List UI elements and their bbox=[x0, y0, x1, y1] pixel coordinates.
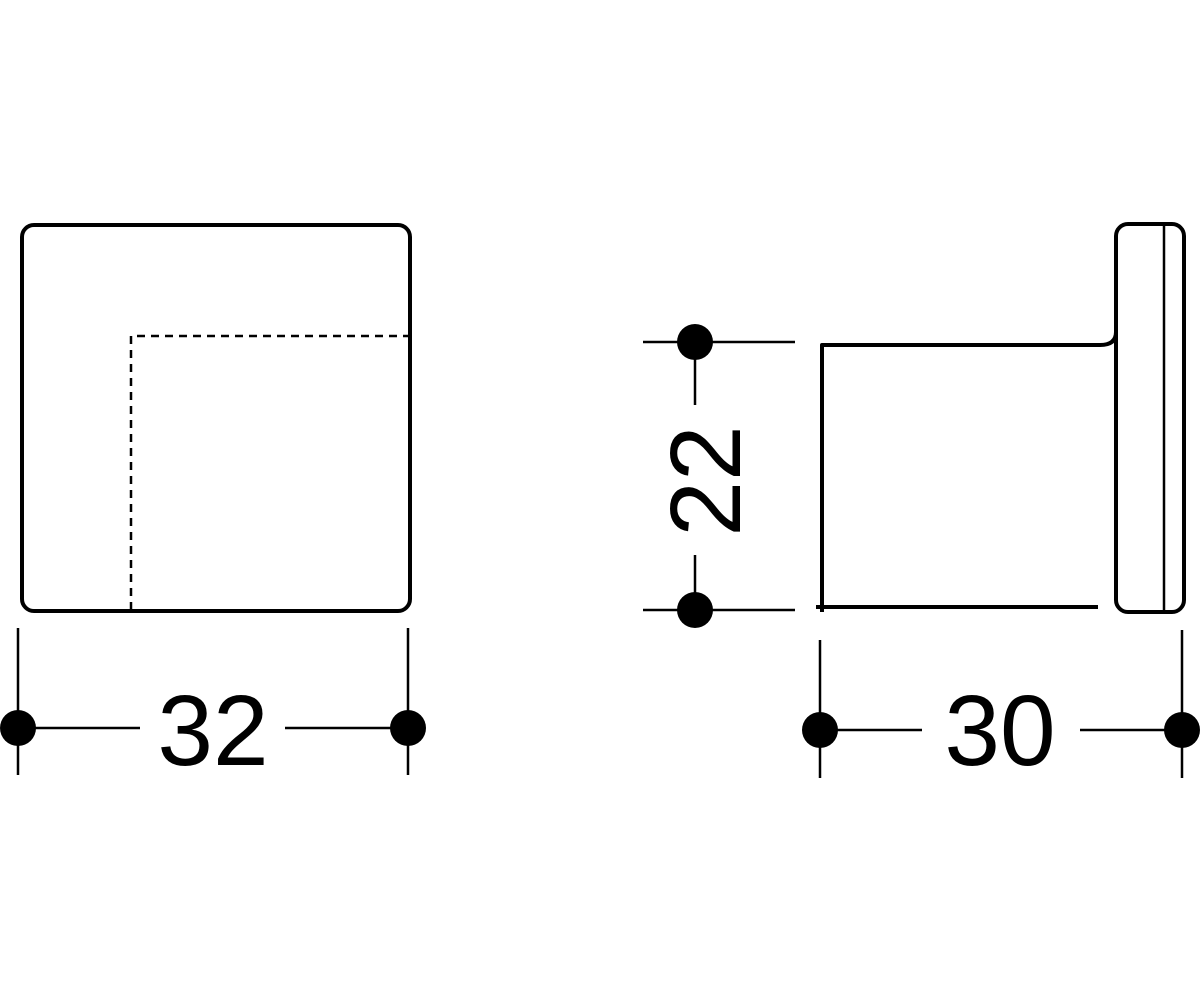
front-view-outline bbox=[20, 223, 412, 613]
front-view: 32 bbox=[0, 223, 426, 787]
side-view-body-outline bbox=[820, 331, 1118, 612]
front-width-label: 32 bbox=[157, 675, 268, 787]
side-depth-dot-left bbox=[802, 712, 838, 748]
side-view-plate-outline bbox=[1114, 222, 1186, 614]
side-depth-label: 30 bbox=[944, 675, 1055, 787]
side-height-dot-top bbox=[677, 324, 713, 360]
side-view: 22 30 bbox=[643, 222, 1200, 787]
side-height-dot-bottom bbox=[677, 592, 713, 628]
front-view-hidden-edge bbox=[129, 334, 410, 610]
side-height-label: 22 bbox=[650, 425, 762, 536]
front-dimension-dot-left bbox=[0, 710, 36, 746]
side-depth-dot-right bbox=[1164, 712, 1200, 748]
front-dimension-dot-right bbox=[390, 710, 426, 746]
